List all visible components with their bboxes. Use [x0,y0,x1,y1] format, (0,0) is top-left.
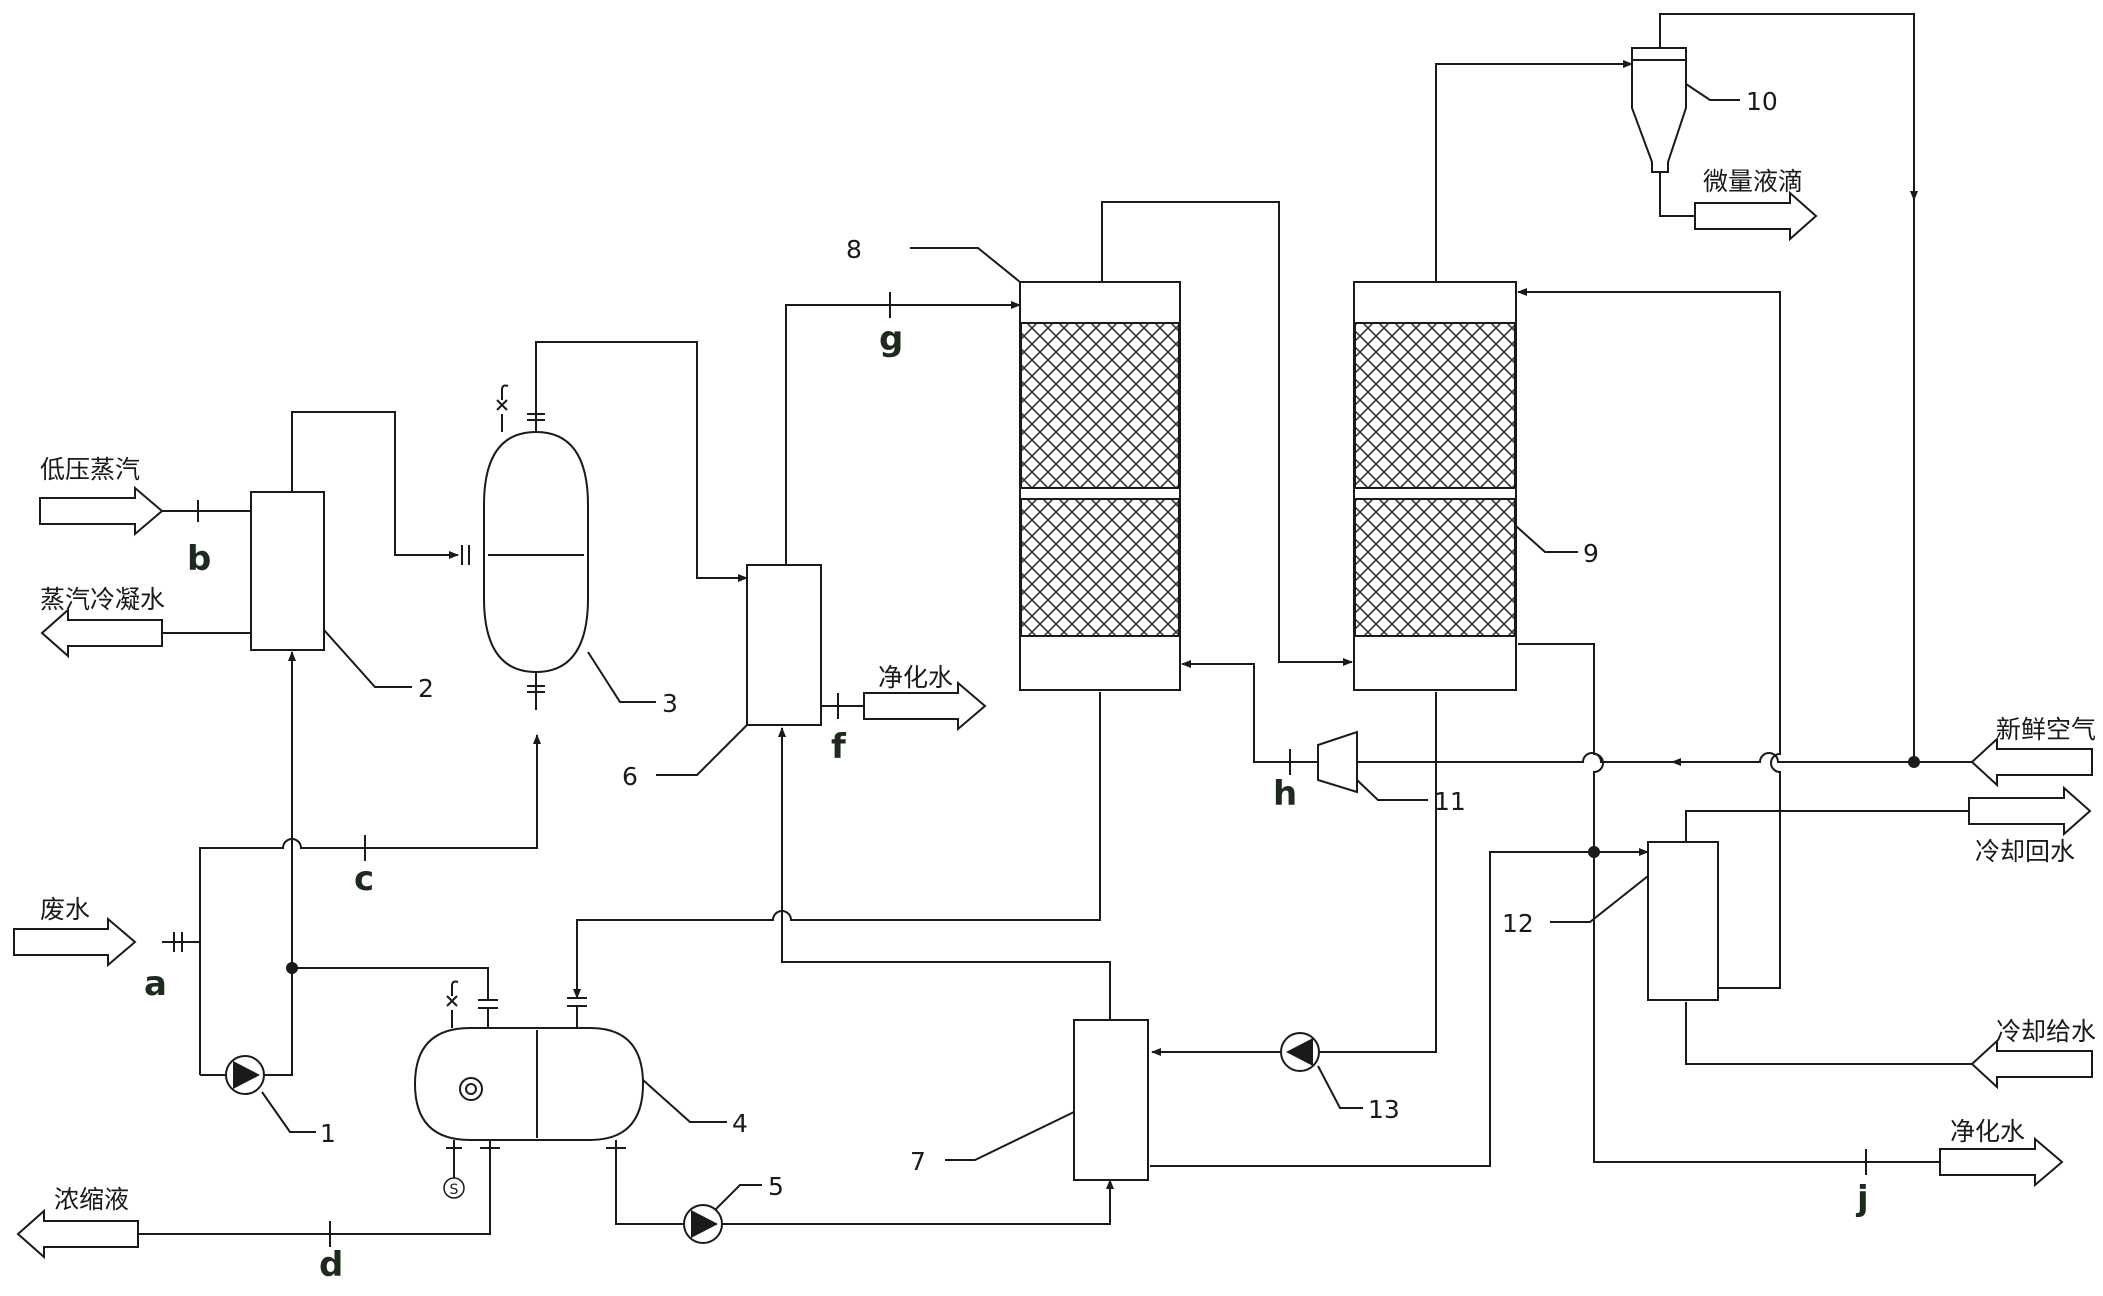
arrow-out-cooling-return [1968,785,2092,837]
arrow-in-fresh-air [1970,736,2093,788]
equipment-number-1: 1 [320,1119,336,1148]
tank-4 [413,980,645,1178]
label-purified-water-j: 净化水 [1950,1117,2025,1146]
label-cooling-supply: 冷却给水 [1996,1017,2096,1046]
junction-dot [1588,846,1600,858]
sample-symbol-icon [443,1177,465,1199]
pipe-7-to-6 [778,727,1111,1020]
pipe-cooling-return [1685,810,1969,842]
equipment-number-11: 11 [1434,787,1466,816]
label-concentrate: 浓缩液 [54,1185,129,1214]
pipe-9-side [1518,643,1940,1163]
pipe-c [275,734,541,849]
junction-dot [286,962,298,974]
pipe-air-branch [1659,13,1915,762]
packed-tower-9 [1353,281,1517,691]
equipment-number-3: 3 [662,689,678,718]
label-fresh-air: 新鲜空气 [1996,715,2096,744]
exchanger-2 [250,491,325,651]
pipe-9-to-10 [1435,60,1633,282]
separator-3 [483,384,589,710]
arrow-out-droplets [1694,190,1818,242]
equipment-number-2: 2 [418,674,434,703]
pipe-to-tank-4 [292,967,489,1000]
junctions [286,756,1920,974]
pipe-2-to-3 [291,411,459,559]
pipe-12-to-9-top [1517,288,1781,989]
arrow-out-condensate [40,607,163,659]
label-wastewater: 废水 [40,895,90,924]
leader-lines [261,83,1740,1211]
pump-5 [683,1204,723,1244]
pipe-3-to-6 [535,341,748,582]
equipment-number-6: 6 [622,762,638,791]
exchanger-6 [746,564,822,726]
pipe-cyclone-liquid [1659,173,1695,217]
pipe-4-to-pump5 [615,1140,686,1225]
pipe-pump5-to-7 [721,1179,1114,1225]
pipe-g [785,301,1021,565]
equipment-number-10: 10 [1746,87,1778,116]
label-low-pressure-steam: 低压蒸汽 [40,455,140,484]
point-b: b [187,539,211,579]
label-steam-condensate: 蒸汽冷凝水 [40,585,165,614]
point-h: h [1273,774,1297,814]
blower-11 [1317,730,1358,794]
pipe-pump1-out [262,968,293,1076]
exchanger-7 [1073,1019,1149,1181]
arrow-out-purified-j [1939,1136,2064,1188]
label-purified-water-f: 净化水 [878,663,953,692]
arrow-in-wastewater [13,916,137,968]
packed-tower-8 [1019,281,1181,691]
point-c: c [354,859,374,899]
pipe-d [138,1140,491,1235]
equipment-number-13: 13 [1368,1095,1400,1124]
label-micro-droplets: 微量液滴 [1703,167,1803,196]
cooler-12 [1647,841,1719,1001]
arrow-out-purified-f [863,680,987,732]
sample-symbol-letter: S [450,1182,459,1198]
equipment-number-9: 9 [1583,539,1599,568]
equipment-number-12: 12 [1502,909,1534,938]
pump-1 [225,1055,265,1095]
junction-dot [1908,756,1920,768]
pump-13 [1280,1032,1320,1072]
point-d: d [319,1245,343,1285]
pipe-9-to-pump13 [1318,692,1437,1053]
pipe-feed-riser [199,847,275,1075]
label-cooling-return: 冷却回水 [1975,837,2075,866]
equipment-number-8: 8 [846,235,862,264]
arrow-in-cooling-supply [1970,1038,2093,1090]
equipment-number-4: 4 [732,1109,748,1138]
stream-arrows [13,190,2093,1260]
point-g: g [879,319,903,359]
arrow-in-steam [39,485,164,537]
equipment-number-7: 7 [910,1147,926,1176]
tick-marks [173,292,1867,1247]
pipe-fresh-air [1357,752,1972,763]
pipe-h [1181,660,1318,763]
pipe-cooling-supply [1685,1002,1972,1065]
point-j: j [1855,1179,1869,1219]
pipe-7-to-12 [1150,848,1649,1167]
piping [138,13,1972,1235]
point-f: f [831,727,847,767]
pipe-8-to-9 [1101,201,1353,666]
equipment-number-5: 5 [768,1172,784,1201]
cyclone-10 [1631,47,1687,173]
point-a: a [144,964,167,1004]
arrow-out-concentrate [16,1208,139,1260]
